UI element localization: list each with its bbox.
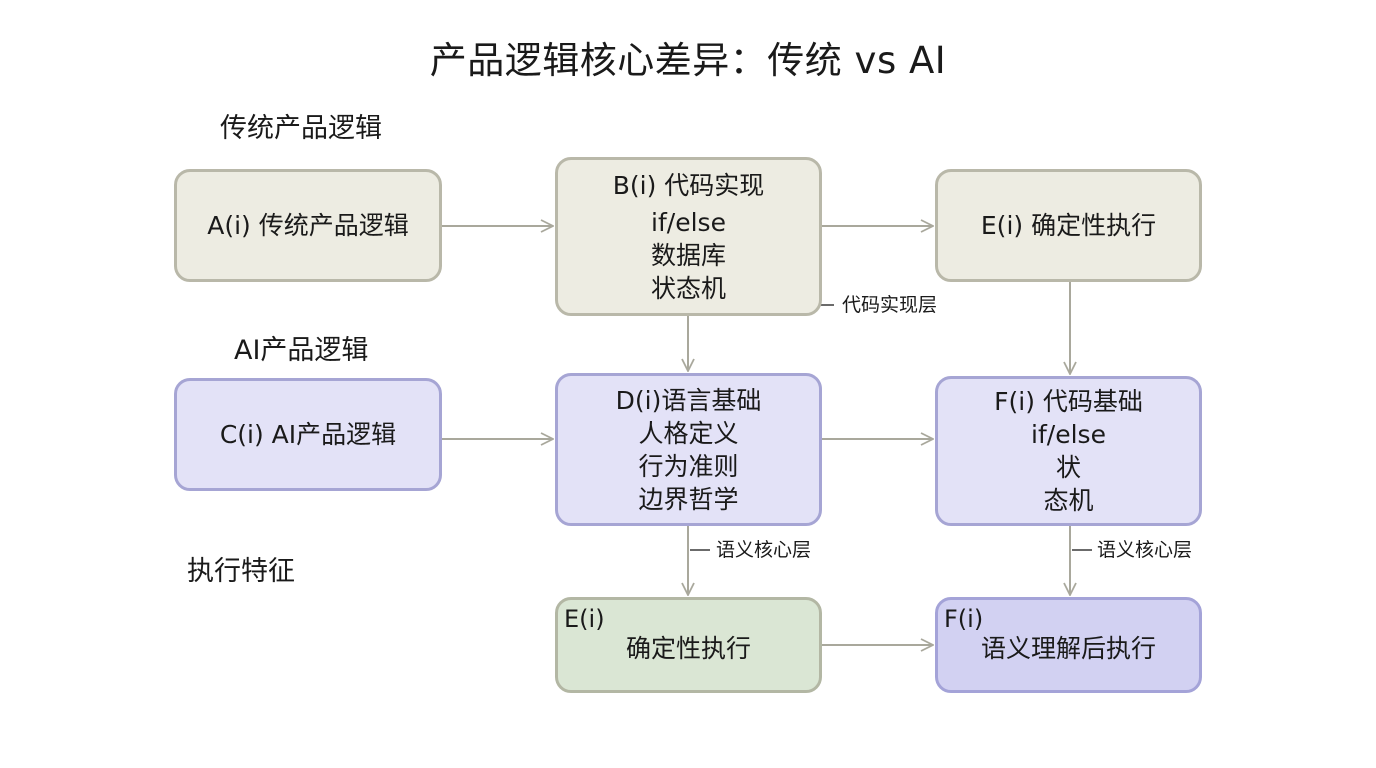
node-c-ai-logic[interactable]: C(i) AI产品逻辑 bbox=[174, 378, 442, 491]
layer-label-semantic-core-right: 语义核心层 bbox=[1097, 539, 1193, 561]
node-d-item: 行为准则 bbox=[638, 451, 739, 481]
section-label-traditional: 传统产品逻辑 bbox=[220, 113, 382, 144]
node-f-bottom-semantic-execution[interactable]: F(i) 语义理解后执行 bbox=[935, 597, 1202, 693]
section-label-execution: 执行特征 bbox=[187, 556, 295, 587]
node-b-item: 状态机 bbox=[650, 273, 726, 303]
node-f-item: if/else bbox=[1031, 420, 1106, 449]
node-a-label: A(i) 传统产品逻辑 bbox=[207, 211, 409, 240]
node-f-bottom-tag: F(i) bbox=[944, 605, 984, 633]
node-e-bottom-deterministic-execution[interactable]: E(i) 确定性执行 bbox=[555, 597, 822, 693]
node-e-deterministic-execution[interactable]: E(i) 确定性执行 bbox=[935, 169, 1202, 282]
node-d-item: 人格定义 bbox=[638, 418, 739, 448]
node-f-code-foundation[interactable]: F(i) 代码基础 if/else 状 态机 bbox=[935, 376, 1202, 526]
node-e-bottom-tag: E(i) bbox=[564, 605, 605, 633]
node-b-title: B(i) 代码实现 bbox=[612, 170, 765, 200]
node-b-item: 数据库 bbox=[650, 240, 726, 270]
layer-label-semantic-core-left: 语义核心层 bbox=[716, 539, 812, 561]
node-f-title: F(i) 代码基础 bbox=[994, 387, 1143, 416]
node-e-bottom-body: 确定性执行 bbox=[625, 634, 751, 663]
node-b-item: if/else bbox=[651, 207, 726, 237]
diagram-title: 产品逻辑核心差异：传统 vs AI bbox=[429, 39, 947, 82]
node-d-item: 边界哲学 bbox=[638, 484, 739, 514]
node-d-language-foundation[interactable]: D(i)语言基础 人格定义 行为准则 边界哲学 bbox=[555, 373, 822, 526]
layer-label-code-implementation: 代码实现层 bbox=[842, 294, 938, 316]
node-d-title: D(i)语言基础 bbox=[615, 385, 762, 415]
node-a-traditional-logic[interactable]: A(i) 传统产品逻辑 bbox=[174, 169, 442, 282]
node-f-bottom-body: 语义理解后执行 bbox=[980, 634, 1156, 663]
node-f-item: 态机 bbox=[1043, 486, 1094, 515]
node-e-label: E(i) 确定性执行 bbox=[980, 211, 1157, 240]
section-label-ai: AI产品逻辑 bbox=[234, 335, 369, 366]
node-f-item: 状 bbox=[1055, 453, 1081, 482]
node-c-label: C(i) AI产品逻辑 bbox=[219, 420, 397, 449]
node-b-code-implementation[interactable]: B(i) 代码实现 if/else 数据库 状态机 bbox=[555, 157, 822, 316]
